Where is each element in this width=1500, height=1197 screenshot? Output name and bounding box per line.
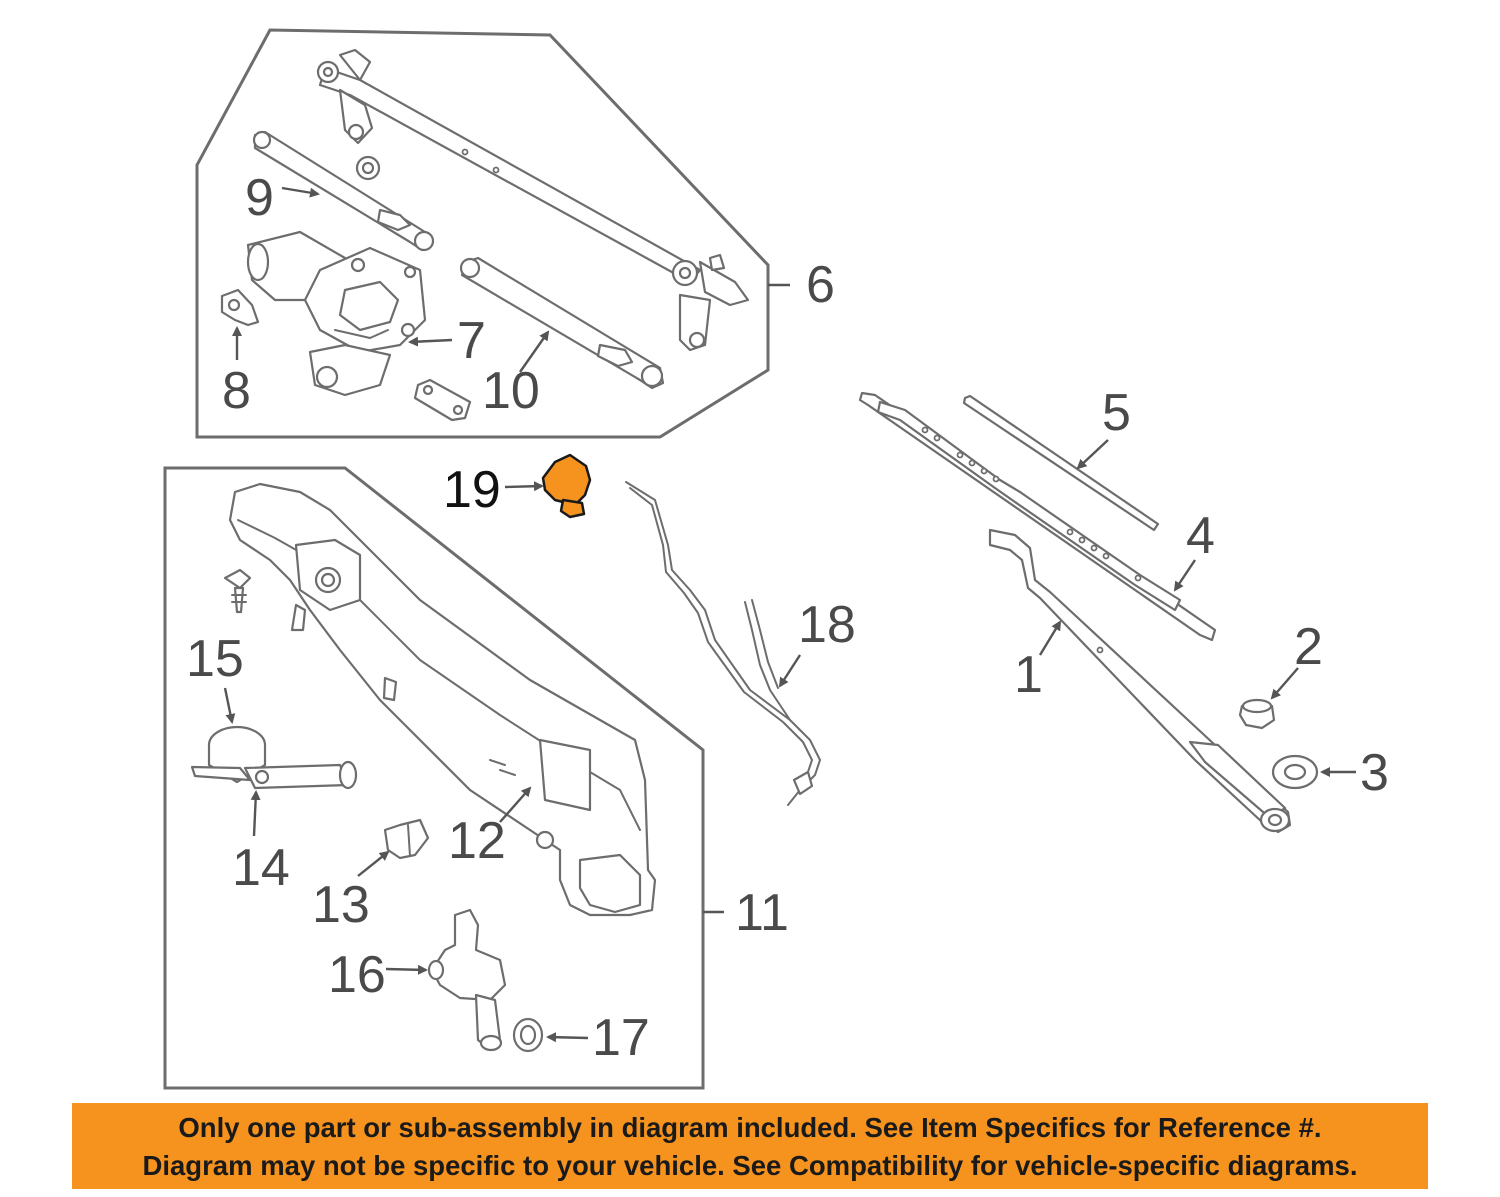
callout-15: 15 xyxy=(186,630,244,688)
callout-2: 2 xyxy=(1294,618,1323,676)
callout-10: 10 xyxy=(482,362,540,420)
reservoir-assembly-group: 11 12 13 14 15 16 17 xyxy=(163,466,789,1090)
callout-12: 12 xyxy=(448,812,506,870)
leader-2 xyxy=(1270,667,1299,700)
reservoir-grommet xyxy=(383,818,430,860)
linkage-assembly-box xyxy=(195,28,770,439)
leader-14 xyxy=(250,790,261,837)
leader-18 xyxy=(778,654,802,688)
motor-grommet xyxy=(220,288,260,327)
leader-13 xyxy=(357,850,390,877)
leader-4 xyxy=(1173,559,1196,592)
leader-1 xyxy=(1038,620,1062,656)
wiper-blade-refill: 5 xyxy=(962,384,1160,532)
washer-reservoir-tank xyxy=(228,482,657,917)
callout-14: 14 xyxy=(232,839,290,897)
washer-nozzle-highlighted: 19 xyxy=(443,453,592,519)
leader-19 xyxy=(504,481,544,492)
reservoir-push-clip xyxy=(223,568,252,614)
pump-seal xyxy=(512,1017,544,1053)
callout-16: 16 xyxy=(328,946,386,1004)
wiper-arm-nut: 2 xyxy=(1238,618,1323,730)
callout-3: 3 xyxy=(1360,744,1389,802)
washer-hose: 18 xyxy=(625,481,856,806)
main-link-rod xyxy=(316,48,750,352)
callout-11: 11 xyxy=(735,884,789,942)
callout-19: 19 xyxy=(443,461,501,519)
callout-4: 4 xyxy=(1186,507,1215,565)
washer-pump xyxy=(427,908,507,1052)
washer-hose-connector xyxy=(190,760,358,790)
wiper-motor xyxy=(246,230,427,397)
leader-10 xyxy=(519,330,550,373)
disclaimer-banner: Only one part or sub-assembly in diagram… xyxy=(72,1103,1428,1189)
callout-7: 7 xyxy=(457,312,486,370)
reservoir-assembly-box xyxy=(163,466,705,1090)
linkage-assembly-group: 6 7 8 9 10 xyxy=(195,28,835,439)
leader-5 xyxy=(1076,439,1109,470)
callout-18: 18 xyxy=(798,596,856,654)
linkage-bracket xyxy=(413,378,472,422)
linkage-nut xyxy=(355,155,381,181)
leader-15 xyxy=(223,687,236,724)
callout-5: 5 xyxy=(1102,384,1131,442)
connecting-rod xyxy=(252,130,435,252)
wiper-arm-washer: 3 xyxy=(1271,744,1389,802)
leader-7 xyxy=(408,336,453,347)
leader-17 xyxy=(546,1032,589,1043)
leader-16 xyxy=(385,964,428,975)
callout-9: 9 xyxy=(245,169,274,227)
leader-12 xyxy=(499,786,532,823)
callout-17: 17 xyxy=(592,1009,650,1067)
disclaimer-line-2: Diagram may not be specific to your vehi… xyxy=(142,1150,1358,1181)
disclaimer-line-1: Only one part or sub-assembly in diagram… xyxy=(178,1112,1322,1143)
callout-1: 1 xyxy=(1014,646,1043,704)
secondary-link-rod xyxy=(459,256,665,390)
callout-8: 8 xyxy=(222,362,251,420)
leader-9 xyxy=(281,186,320,198)
wiper-blade: 4 xyxy=(858,391,1217,642)
callout-13: 13 xyxy=(312,876,370,934)
callout-6: 6 xyxy=(806,256,835,314)
wiper-arm: 1 xyxy=(988,528,1292,834)
